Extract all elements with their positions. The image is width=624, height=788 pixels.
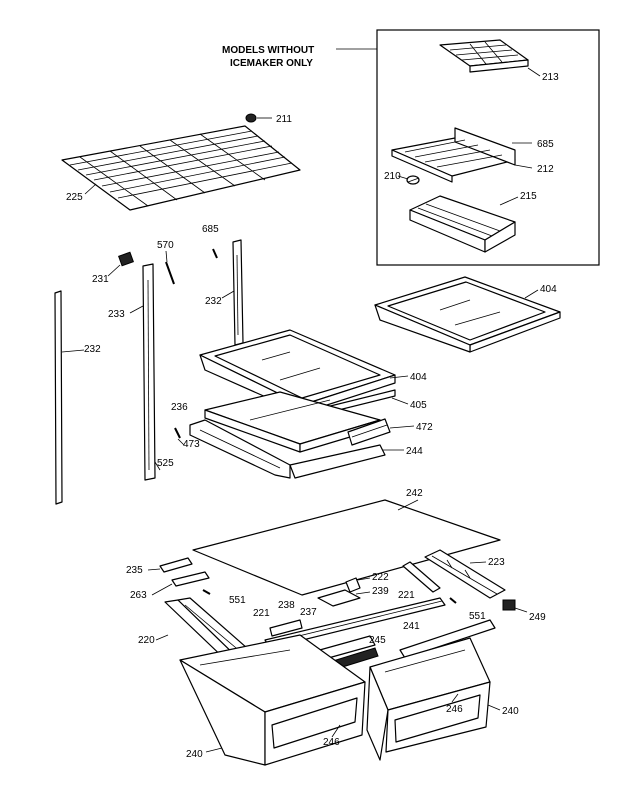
- callout-238: 238: [278, 600, 295, 611]
- callout-404-middle: 404: [410, 372, 427, 383]
- callout-685-inset: 685: [537, 139, 554, 150]
- callout-240-right: 240: [502, 706, 519, 717]
- shelf-clip-211: [245, 113, 257, 123]
- ice-bin-rack: [391, 127, 516, 183]
- clip-249: [502, 599, 516, 611]
- screw-551-left: [202, 589, 211, 595]
- screw-570: [165, 261, 175, 285]
- callout-235: 235: [126, 565, 143, 576]
- crisper-cover-glass: [192, 499, 501, 596]
- rail-232-right: [232, 239, 244, 346]
- callout-232-right: 232: [205, 296, 222, 307]
- callout-223: 223: [488, 557, 505, 568]
- glass-shelf-upper: [374, 276, 561, 353]
- bin-clip: [406, 175, 420, 185]
- callout-551-left: 551: [229, 595, 246, 606]
- inset-border: [376, 29, 600, 266]
- callout-239: 239: [372, 586, 389, 597]
- callout-404-upper: 404: [540, 284, 557, 295]
- callout-525: 525: [157, 458, 174, 469]
- divider-238: [269, 619, 303, 637]
- screw-473: [174, 427, 181, 439]
- slide-221-right: [402, 561, 441, 593]
- shelf-support-244: [189, 419, 386, 479]
- callout-263: 263: [130, 590, 147, 601]
- ice-bucket: [409, 195, 516, 253]
- track-263: [171, 571, 210, 587]
- rail-233: [142, 263, 156, 481]
- callout-232-left: 232: [84, 344, 101, 355]
- callout-225: 225: [66, 192, 83, 203]
- inset-title-line2: ICEMAKER ONLY: [230, 58, 313, 69]
- callout-249: 249: [529, 612, 546, 623]
- callout-685: 685: [202, 224, 219, 235]
- callout-237: 237: [300, 607, 317, 618]
- trim-241: [399, 619, 496, 659]
- callout-233: 233: [108, 309, 125, 320]
- inset-title-line1: MODELS WITHOUT: [222, 45, 314, 56]
- callout-405: 405: [410, 400, 427, 411]
- callout-241: 241: [403, 621, 420, 632]
- callout-244: 244: [406, 446, 423, 457]
- callout-220: 220: [138, 635, 155, 646]
- callout-472: 472: [416, 422, 433, 433]
- track-235: [159, 557, 193, 573]
- screw-551-right: [449, 597, 457, 604]
- callout-210: 210: [384, 171, 401, 182]
- callout-221-left: 221: [253, 608, 270, 619]
- callout-245: 245: [369, 635, 386, 646]
- callout-473: 473: [183, 439, 200, 450]
- shelf-rail-472: [347, 418, 391, 446]
- ice-cube-tray: [439, 39, 529, 73]
- cover-rail-223: [424, 549, 506, 599]
- callout-215: 215: [520, 191, 537, 202]
- callout-551-right: 551: [469, 611, 486, 622]
- callout-212: 212: [537, 164, 554, 175]
- callout-211: 211: [276, 114, 292, 125]
- callout-246-left: 246: [323, 737, 340, 748]
- screw-685: [212, 248, 218, 259]
- callout-213: 213: [542, 72, 559, 83]
- callout-231: 231: [92, 274, 109, 285]
- crisper-drawer-left: [179, 634, 366, 766]
- icemaker-inset: MODELS WITHOUT ICEMAKER ONLY 213 685 21: [222, 29, 600, 266]
- callout-246-right: 246: [446, 704, 463, 715]
- callout-242: 242: [406, 488, 423, 499]
- callout-570: 570: [157, 240, 174, 251]
- bracket-231: [118, 251, 134, 267]
- callout-236: 236: [171, 402, 188, 413]
- callout-221-right: 221: [398, 590, 415, 601]
- rail-232-left: [54, 290, 63, 505]
- wire-shelf: [61, 125, 301, 211]
- bracket-239: [317, 589, 361, 607]
- crisper-drawer-right: [366, 637, 491, 761]
- callout-222: 222: [372, 572, 389, 583]
- callout-240-left: 240: [186, 749, 203, 760]
- clip-222: [345, 577, 361, 593]
